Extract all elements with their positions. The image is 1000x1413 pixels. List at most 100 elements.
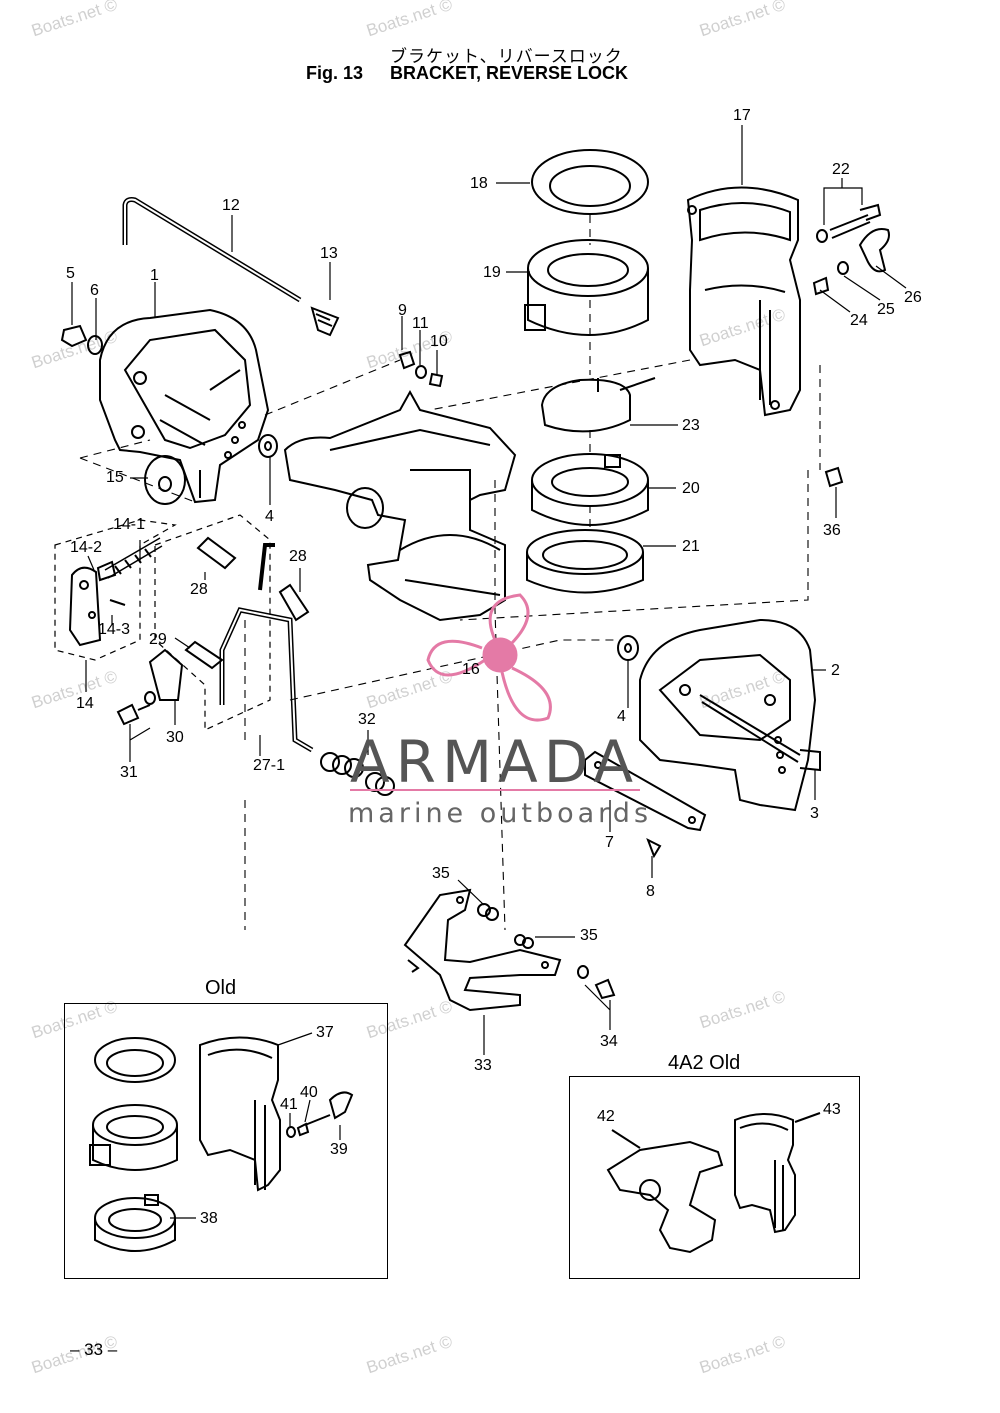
part-label-42: 42: [597, 1108, 615, 1125]
part-label-25: 25: [877, 301, 895, 318]
part-label-40: 40: [300, 1084, 318, 1101]
part-14-2-plate: [96, 560, 117, 582]
inset-old-title: Old: [205, 977, 237, 999]
part-14-dashed-frame: [54, 519, 177, 661]
part-8-screw: [646, 837, 662, 859]
part-label-9: 9: [398, 302, 407, 319]
part-label-8: 8: [646, 883, 655, 900]
part-21-ring: [526, 529, 644, 594]
part-label-39: 39: [330, 1141, 348, 1158]
part-label-20: 20: [682, 480, 700, 497]
part-label-14-1: 14-1: [113, 516, 146, 533]
inset-4a2-old-box: [569, 1076, 860, 1279]
part-29-bracket: [148, 648, 184, 701]
part-28-collar: [278, 583, 310, 622]
part-label-17: 17: [733, 107, 751, 124]
part-label-7: 7: [605, 834, 614, 851]
part-26-knob: [858, 228, 890, 273]
part-4-washer: [617, 635, 639, 661]
part-label-21: 21: [682, 538, 700, 555]
part-15-knob: [144, 455, 186, 505]
part-22-bolt: [829, 203, 882, 239]
part-label-32: 33: [474, 1057, 492, 1074]
figure-label: Fig. 13: [306, 63, 364, 83]
part-label-13: 13: [320, 245, 338, 262]
part-label-23: 23: [682, 417, 700, 434]
part-label-41: 41: [280, 1096, 298, 1113]
part-label-4b: 4: [617, 708, 626, 725]
part-label-14-2: 14-2: [70, 539, 103, 556]
part-label-33: 34: [600, 1033, 618, 1050]
part-label-14-3: 14-3: [98, 621, 131, 638]
part-13-screw: [310, 306, 340, 337]
armada-propeller-logo: [426, 593, 552, 722]
part-9-screw: [398, 350, 416, 370]
part-label-15: 15: [106, 469, 124, 486]
part-3-bolt: [699, 694, 821, 772]
part-label-22: 22: [832, 161, 850, 178]
part-30-bolt: [116, 691, 156, 726]
title-japanese: ブラケット、リバースロック: [390, 47, 623, 67]
part-7-plate: [584, 750, 707, 832]
part-34-spring: [477, 903, 499, 921]
part-label-18: 18: [470, 175, 488, 192]
part-19-bushing: [524, 239, 649, 336]
inset-4a2-old-drawing: [606, 1112, 821, 1254]
part-label-16: 16: [462, 661, 480, 678]
part-label-2: 2: [831, 662, 840, 679]
part-14-3-pin: [109, 599, 126, 606]
part-label-34: 35: [432, 865, 450, 882]
inset-leader-lines: [170, 1032, 341, 1219]
part-label-36: 36: [823, 522, 841, 539]
part-36-plug: [824, 466, 844, 488]
inset-old-drawing: [89, 1036, 354, 1252]
part-label-26: 26: [904, 289, 922, 306]
part-label-14: 14: [76, 695, 94, 712]
part-label-4: 4: [265, 508, 274, 525]
part-22-washer: [816, 229, 828, 243]
part-label-12: 12: [222, 197, 240, 214]
part-27-dashed-frame: [154, 514, 271, 731]
part-18-stop-ring: [531, 149, 649, 215]
part-label-35: 35: [580, 927, 598, 944]
part-label-30: 31: [120, 764, 138, 781]
part-20-bushing: [531, 453, 649, 526]
part-label-10: 10: [430, 333, 448, 350]
part-27-reverse-lock-rod: [219, 543, 314, 753]
brand-tagline: marine outboards: [348, 798, 653, 829]
assembly-lines: [79, 215, 821, 931]
part-12-rod: [122, 197, 302, 303]
part-label-37: 37: [316, 1024, 334, 1041]
part-24-spring: [812, 276, 830, 296]
part-label-27: 27-1: [253, 757, 286, 774]
part-4-washer: [258, 434, 278, 458]
part-label-6: 6: [90, 282, 99, 299]
part-28-collar: [184, 640, 224, 670]
part-23-clamp-band: [540, 377, 656, 433]
part-label-43: 43: [823, 1101, 841, 1118]
part-5-nut: [60, 324, 88, 348]
part-6-washer: [87, 335, 103, 355]
brand-name: ARMADA: [350, 728, 640, 796]
part-1-left-bracket: [99, 308, 270, 504]
part-label-31: 32: [358, 711, 376, 728]
leader-lines: [71, 125, 907, 1055]
part-27-1-sleeve: [196, 536, 237, 570]
part-14-reverse-lock: [68, 566, 102, 647]
part-2-right-bracket: [639, 618, 817, 812]
part-label-29: 30: [166, 729, 184, 746]
part-17-swivel-case: [686, 186, 801, 417]
part-32-tilt-lock-lever: [403, 888, 562, 1012]
part-label-1: 1: [150, 267, 159, 284]
part-35-spring: [514, 934, 534, 949]
part-25-washer: [837, 261, 849, 275]
inset-4a2-old-title: 4A2 Old: [668, 1052, 741, 1074]
inset-old-box: [64, 1003, 388, 1279]
part-label-24: 24: [850, 312, 868, 329]
part-33-bolt: [577, 965, 616, 1000]
part-label-28b: 29: [149, 631, 167, 648]
page-number: – 33 –: [70, 1340, 118, 1359]
part-label-11: 11: [412, 315, 429, 332]
part-16-swivel-bracket: [283, 389, 517, 622]
